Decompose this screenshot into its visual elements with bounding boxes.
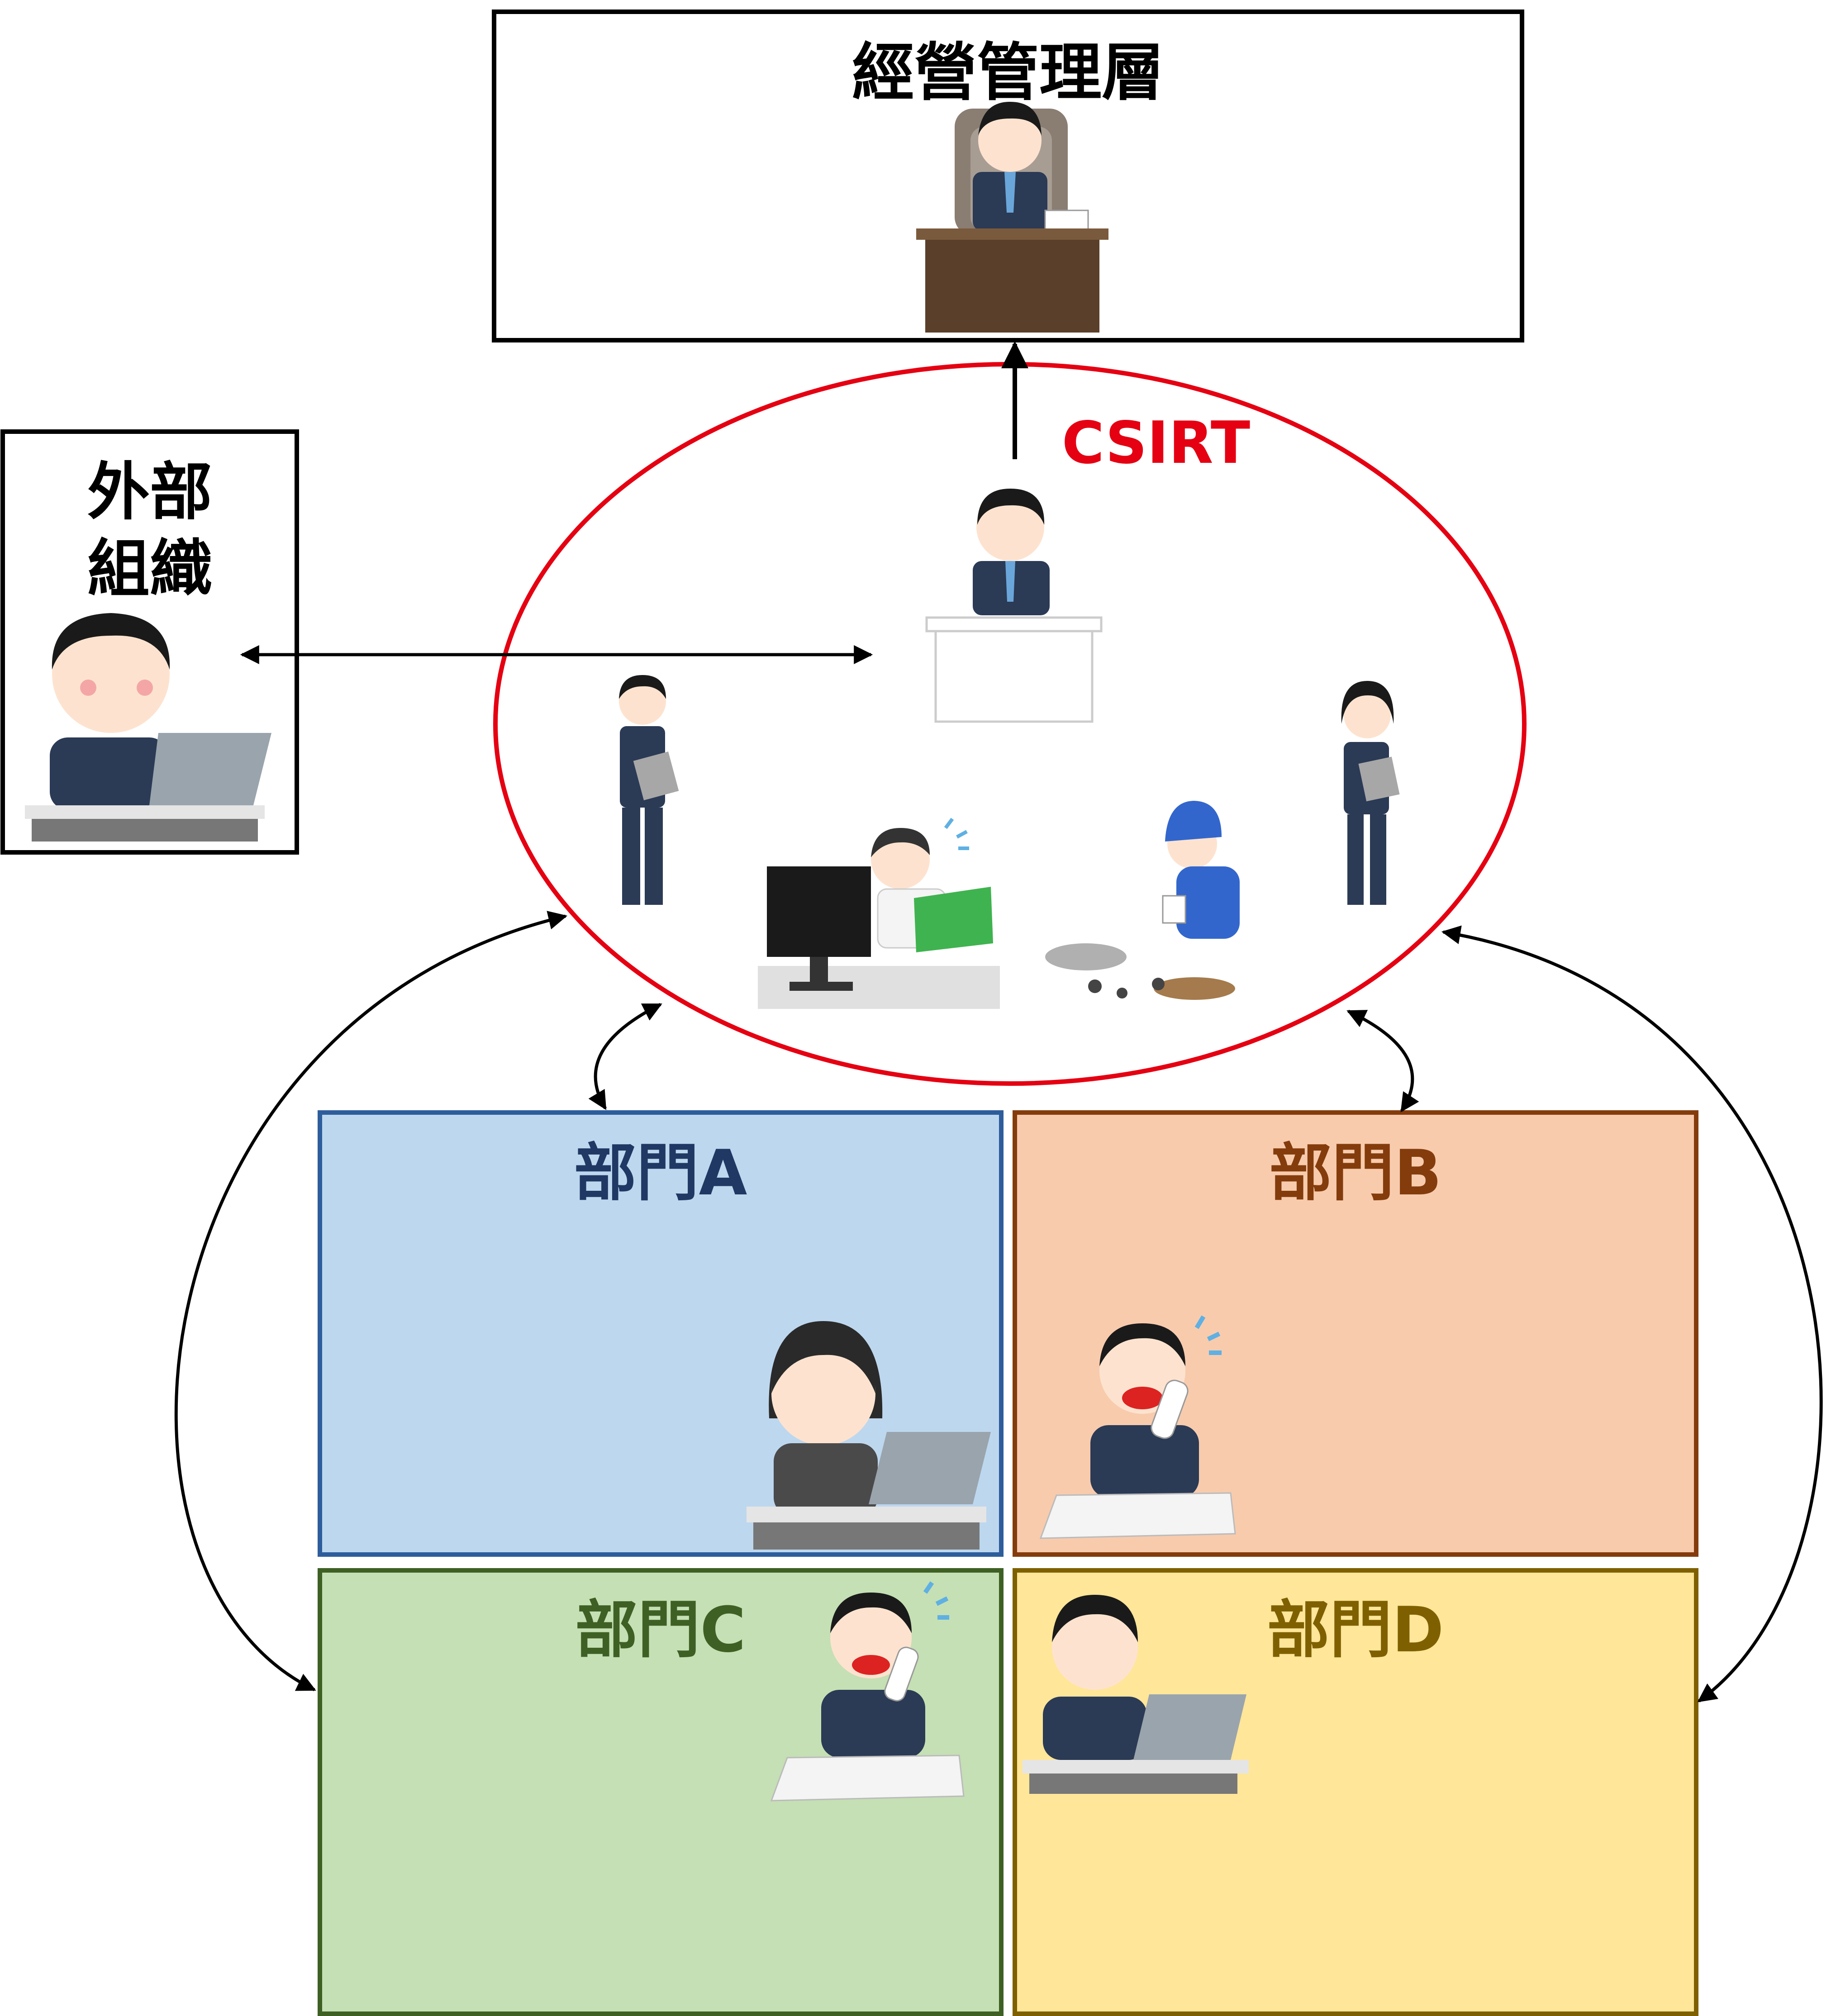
operator-figure	[25, 613, 271, 842]
arrow-csirt-department-b	[1346, 1009, 1419, 1113]
arrow-csirt-department-d	[1441, 925, 1823, 1702]
arrow-csirt-department-a	[588, 1003, 662, 1110]
department-d-label: 部門D	[1267, 1593, 1444, 1666]
department-b-caller-figure	[1039, 1315, 1236, 1539]
csirt-forensics-figure	[1045, 801, 1240, 1000]
csirt-staff-left-figure	[619, 675, 679, 905]
external-title-line1: 外部	[87, 456, 212, 528]
department-a-operator-figure	[747, 1321, 991, 1550]
external-title-line2: 組織	[87, 533, 212, 605]
executive-figure	[916, 102, 1108, 333]
department-c-caller-figure	[770, 1581, 965, 1802]
csirt-analyst-figure	[758, 818, 1000, 1009]
csirt-title: CSIRT	[1061, 409, 1251, 477]
department-b-label: 部門B	[1269, 1136, 1442, 1209]
department-d-worker-figure	[1023, 1595, 1249, 1794]
csirt-staff-right-figure	[1341, 681, 1400, 905]
management-title: 經營管理層	[851, 36, 1164, 109]
csirt-leader-figure	[925, 489, 1103, 723]
arrow-csirt-department-c	[174, 911, 568, 1692]
department-c-label: 部門C	[575, 1593, 746, 1666]
department-a-label: 部門A	[574, 1136, 747, 1209]
